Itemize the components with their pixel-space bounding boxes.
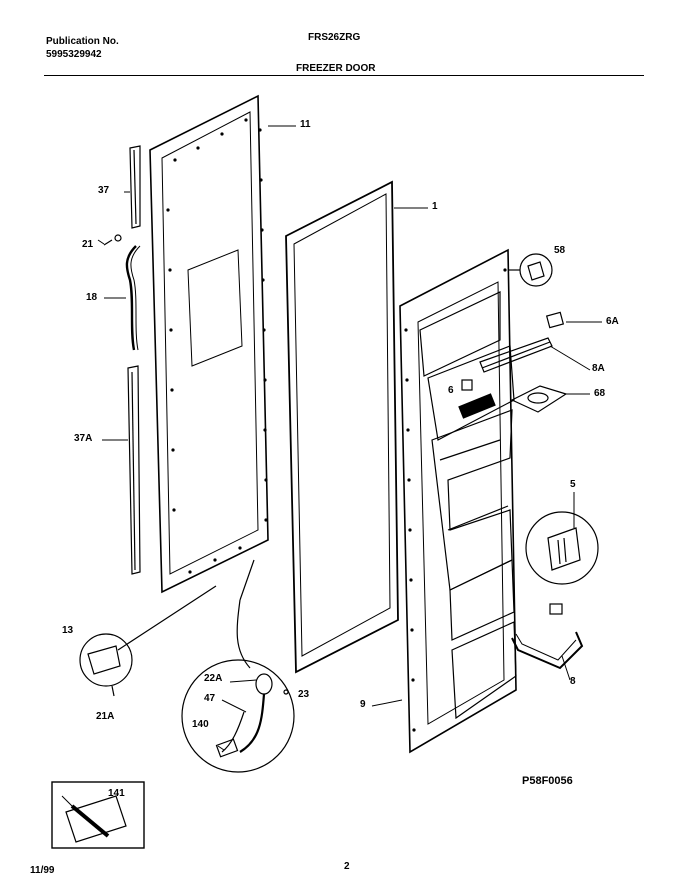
detail-wiring <box>181 559 295 773</box>
callout-8a: 8A <box>592 363 605 374</box>
lower-trim-37a <box>127 365 141 575</box>
callout-21: 21 <box>82 239 94 250</box>
section-title: FREEZER DOOR <box>296 63 376 74</box>
model-number: FRS26ZRG <box>308 32 361 43</box>
inner-door-liner <box>399 248 517 754</box>
clip-6a <box>545 311 565 329</box>
callout-18: 18 <box>86 292 98 303</box>
upper-trim-37 <box>129 145 141 229</box>
callout-8: 8 <box>570 676 576 687</box>
callout-23: 23 <box>298 689 310 700</box>
publication-label: Publication No. <box>46 36 119 47</box>
figure-code: P58F0056 <box>522 775 573 787</box>
callout-6: 6 <box>448 385 454 396</box>
leader-lines <box>97 125 602 751</box>
screw-21 <box>103 234 122 246</box>
callout-13: 13 <box>62 625 74 636</box>
callout-141: 141 <box>108 788 125 799</box>
callout-6a: 6A <box>606 316 619 327</box>
footer-page: 2 <box>344 861 350 872</box>
detail-58 <box>508 253 553 287</box>
callout-37a: 37A <box>74 433 93 444</box>
callout-140: 140 <box>192 719 209 730</box>
footer-date: 11/99 <box>30 865 55 876</box>
callout-37: 37 <box>98 185 110 196</box>
detail-13 <box>79 585 217 697</box>
callout-22a: 22A <box>204 673 223 684</box>
clip-6 <box>461 379 473 391</box>
header-divider <box>44 75 644 76</box>
callout-58: 58 <box>554 245 566 256</box>
publication-number: 5995329942 <box>46 49 102 60</box>
packet-icon-141 <box>51 781 145 849</box>
outer-door-panel <box>149 94 269 594</box>
handle-18 <box>125 245 141 351</box>
callout-11: 11 <box>300 119 311 130</box>
callout-21a: 21A <box>96 711 115 722</box>
detail-5 <box>525 511 599 585</box>
rail-8a <box>479 337 553 373</box>
bracket-8 <box>511 603 584 670</box>
dispenser-cap-68 <box>510 385 568 413</box>
door-gasket <box>285 180 399 674</box>
callout-1: 1 <box>432 201 438 212</box>
callout-68: 68 <box>594 388 606 399</box>
callout-47: 47 <box>204 693 216 704</box>
callout-9: 9 <box>360 699 366 710</box>
callout-5: 5 <box>570 479 576 490</box>
